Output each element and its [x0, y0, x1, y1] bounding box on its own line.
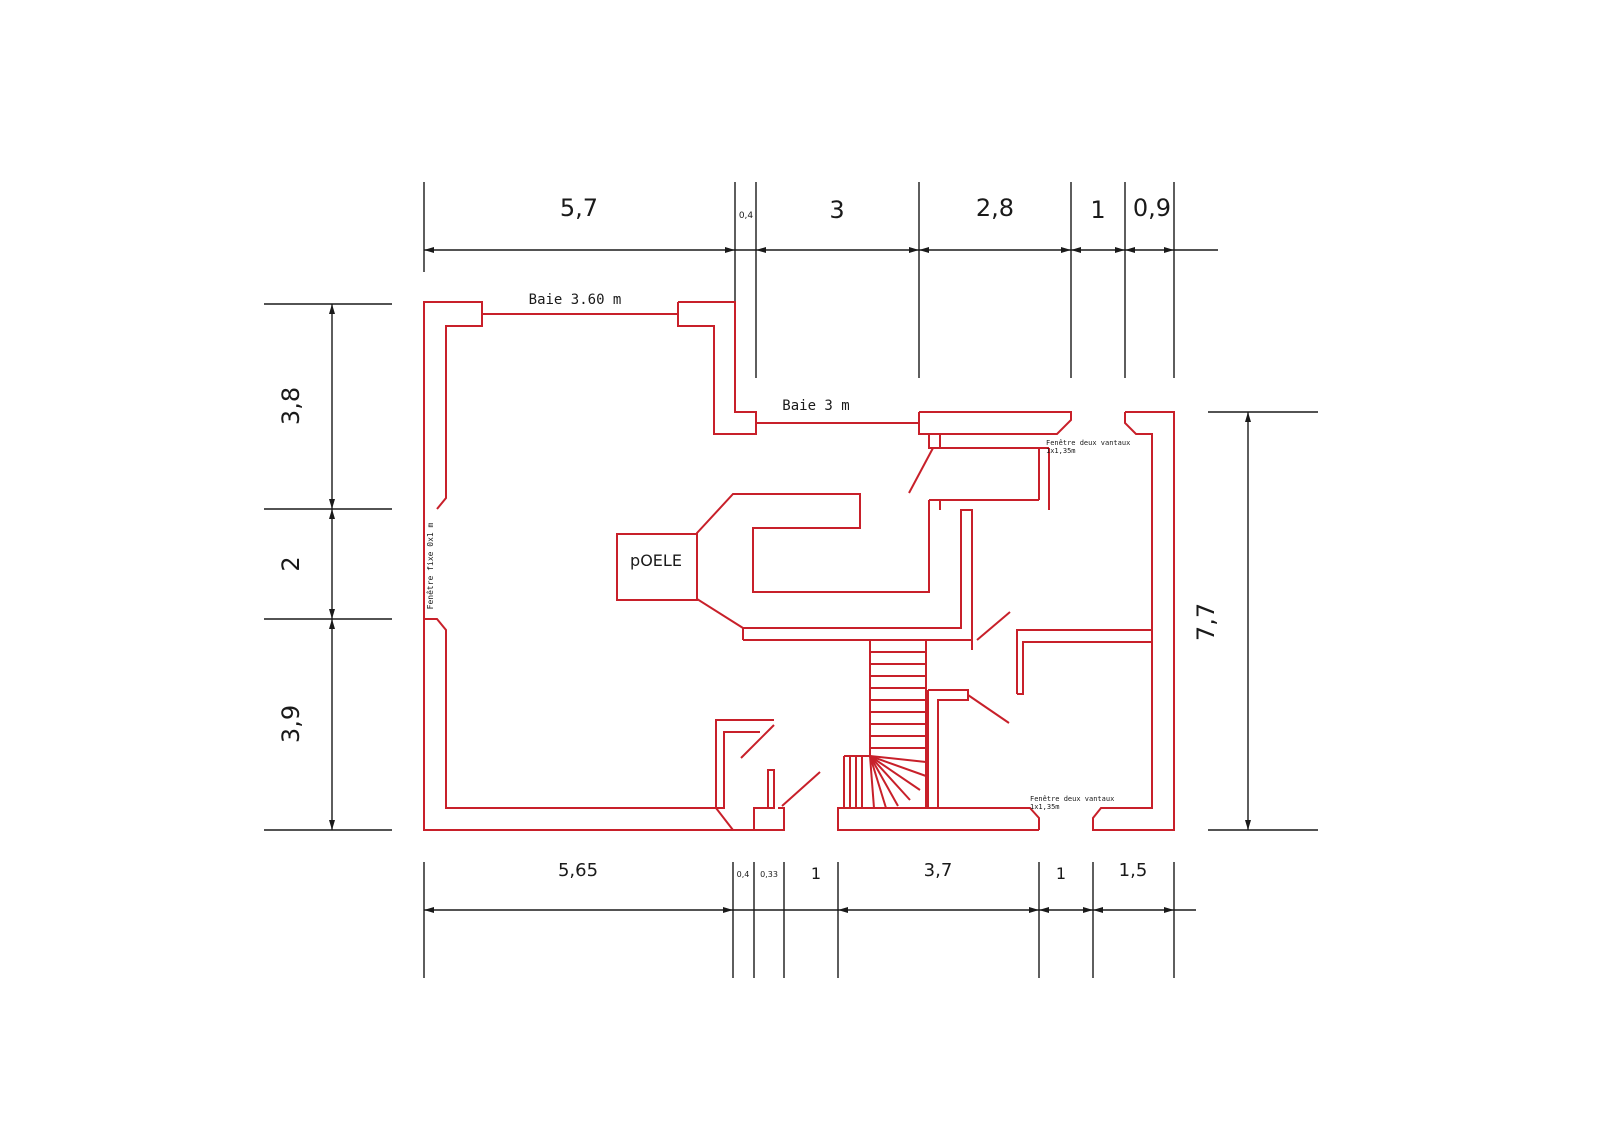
stove-label: pOELE: [630, 551, 682, 570]
dim-top-6: 0,9: [1133, 194, 1171, 222]
dim-top-4: 2,8: [976, 194, 1014, 222]
dim-left-3: 3,9: [277, 705, 305, 743]
bay-middle-label: Baie 3 m: [782, 398, 849, 414]
dim-top-1: 5,7: [560, 194, 598, 222]
bay-top-label: Baie 3.60 m: [529, 292, 622, 308]
dim-bottom-4: 1: [811, 864, 821, 883]
window-bottom-right-label-line1: Fenêtre deux vantaux: [1030, 795, 1114, 803]
dim-left-1: 3,8: [277, 387, 305, 425]
bottom-dimension-chain: [423, 862, 1196, 978]
stove-box: [616, 533, 698, 601]
window-bottom-right-label-line2: 1x1,35m: [1030, 803, 1060, 811]
dim-bottom-7: 1,5: [1119, 860, 1148, 881]
window-top-right-label-line1: Fenêtre deux vantaux: [1046, 439, 1130, 447]
window-top-right-label-line2: 1x1,35m: [1046, 447, 1076, 455]
dim-bottom-2: 0,4: [737, 870, 750, 879]
dim-bottom-6: 1: [1056, 864, 1066, 883]
dim-bottom-5: 3,7: [924, 860, 953, 881]
left-dimension-chain: [264, 303, 392, 831]
dim-top-5: 1: [1090, 196, 1105, 224]
top-dimension-chain: [423, 182, 1218, 378]
right-dimension-chain: [1208, 411, 1318, 831]
dim-top-2: 0,4: [739, 211, 754, 221]
window-left-label: Fenêtre fixe 0x1 m: [425, 522, 435, 609]
dim-bottom-1: 5,65: [558, 860, 598, 881]
walls: [423, 301, 1175, 831]
dim-left-2: 2: [277, 556, 305, 571]
dim-bottom-3: 0,33: [760, 870, 778, 879]
dim-top-3: 3: [829, 196, 844, 224]
dim-right-1: 7,7: [1192, 603, 1220, 641]
